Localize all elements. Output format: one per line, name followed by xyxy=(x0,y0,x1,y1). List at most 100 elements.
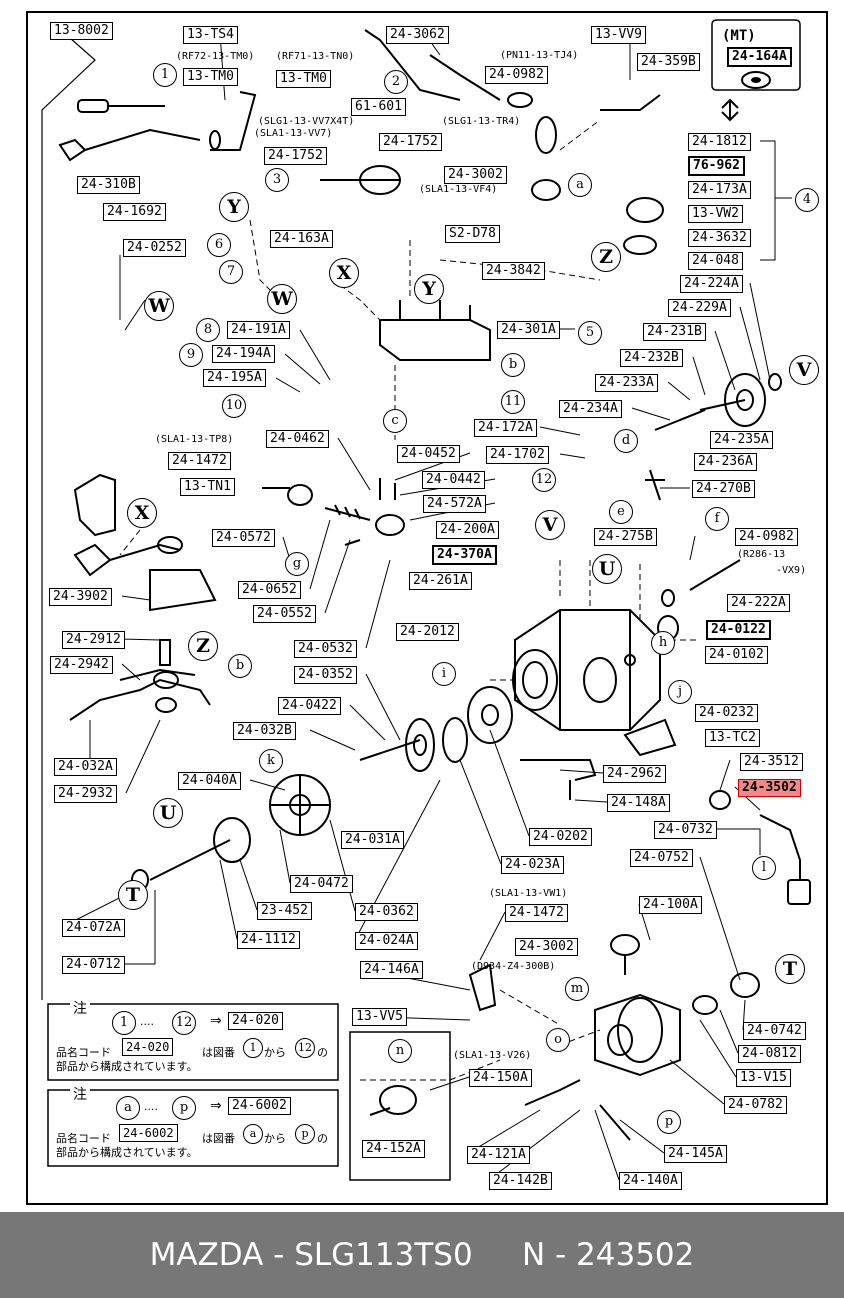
part-label[interactable]: 24-0782 xyxy=(724,1096,787,1114)
part-label[interactable]: 24-023A xyxy=(501,856,564,874)
part-label[interactable]: 24-1752 xyxy=(264,147,327,165)
part-label[interactable]: 24-0462 xyxy=(266,430,329,448)
part-label[interactable]: 24-229A xyxy=(668,299,731,317)
part-label[interactable]: 24-3512 xyxy=(740,753,803,771)
part-label[interactable]: 24-270B xyxy=(692,480,755,498)
part-label[interactable]: 24-275B xyxy=(594,528,657,546)
part-label[interactable]: 24-235A xyxy=(710,431,773,449)
part-label[interactable]: 24-2962 xyxy=(603,765,666,783)
part-label[interactable]: 13-TC2 xyxy=(705,729,760,747)
part-label[interactable]: 24-0982 xyxy=(485,66,548,84)
part-label[interactable]: 24-0812 xyxy=(738,1045,801,1063)
part-label[interactable]: 24-1812 xyxy=(688,133,751,151)
part-label[interactable]: 24-0532 xyxy=(294,640,357,658)
part-label[interactable]: 24-301A xyxy=(497,321,560,339)
part-label[interactable]: 24-031A xyxy=(341,831,404,849)
part-label[interactable]: 24-0572 xyxy=(212,529,275,547)
note-assembly-code[interactable]: 24-020 xyxy=(228,1012,283,1030)
part-label[interactable]: 24-0362 xyxy=(355,903,418,921)
part-label[interactable]: 13-VV9 xyxy=(591,26,646,44)
part-label[interactable]: 24-0102 xyxy=(705,646,768,664)
part-label[interactable]: 24-163A xyxy=(270,230,333,248)
part-label[interactable]: 24-224A xyxy=(680,275,743,293)
part-label[interactable]: 24-2012 xyxy=(396,623,459,641)
part-label[interactable]: 13-TM0 xyxy=(276,70,331,88)
part-label[interactable]: 24-3062 xyxy=(386,26,449,44)
part-label[interactable]: 24-146A xyxy=(360,961,423,979)
part-label[interactable]: 24-0232 xyxy=(695,704,758,722)
part-label[interactable]: 24-359B xyxy=(637,53,700,71)
part-label[interactable]: 24-1472 xyxy=(168,452,231,470)
part-label[interactable]: 24-2942 xyxy=(50,656,113,674)
part-label[interactable]: 24-0982 xyxy=(735,528,798,546)
part-label[interactable]: 24-040A xyxy=(178,772,241,790)
part-label[interactable]: 13-VW2 xyxy=(688,205,743,223)
part-label[interactable]: 24-1112 xyxy=(237,931,300,949)
part-label[interactable]: 24-236A xyxy=(694,453,757,471)
part-label[interactable]: 24-152A xyxy=(362,1140,425,1158)
part-label[interactable]: 24-191A xyxy=(227,321,290,339)
note-assembly-code[interactable]: 24-6002 xyxy=(228,1097,291,1115)
part-label[interactable]: 24-2912 xyxy=(62,631,125,649)
note-line1-code[interactable]: 24-020 xyxy=(122,1038,174,1056)
part-label[interactable]: 13-VV5 xyxy=(352,1008,407,1026)
part-label[interactable]: 24-048 xyxy=(688,252,743,270)
part-label[interactable]: 24-0442 xyxy=(422,471,485,489)
part-label[interactable]: 24-1702 xyxy=(486,446,549,464)
part-label[interactable]: 13-TN1 xyxy=(180,478,235,496)
part-label[interactable]: 24-222A xyxy=(727,594,790,612)
part-label[interactable]: 24-100A xyxy=(639,896,702,914)
part-label[interactable]: 24-0422 xyxy=(278,697,341,715)
part-label-selected[interactable]: 24-3502 xyxy=(738,779,801,797)
part-label[interactable]: 24-194A xyxy=(212,345,275,363)
part-label[interactable]: 24-142B xyxy=(489,1172,552,1190)
part-label[interactable]: 24-232B xyxy=(620,349,683,367)
part-label[interactable]: 24-0122 xyxy=(706,620,771,640)
part-label[interactable]: 24-231B xyxy=(643,323,706,341)
part-label[interactable]: 24-233A xyxy=(595,374,658,392)
part-label[interactable]: 13-TS4 xyxy=(183,26,238,44)
part-label[interactable]: 24-150A xyxy=(469,1069,532,1087)
part-label[interactable]: 24-1472 xyxy=(505,904,568,922)
part-label[interactable]: 13-V15 xyxy=(736,1069,791,1087)
part-label[interactable]: 76-962 xyxy=(688,156,745,176)
part-label[interactable]: 24-0732 xyxy=(654,821,717,839)
part-label[interactable]: 24-121A xyxy=(467,1146,530,1164)
part-label[interactable]: 24-0352 xyxy=(294,666,357,684)
frame-part-label[interactable]: 13-8002 xyxy=(50,22,113,40)
part-label[interactable]: 24-024A xyxy=(355,932,418,950)
part-label[interactable]: 24-145A xyxy=(664,1145,727,1163)
part-label[interactable]: 24-172A xyxy=(474,419,537,437)
part-label[interactable]: 13-TM0 xyxy=(183,68,238,86)
part-label[interactable]: 24-2932 xyxy=(54,785,117,803)
part-label[interactable]: 24-032A xyxy=(54,758,117,776)
part-label[interactable]: 24-0452 xyxy=(397,445,460,463)
part-label[interactable]: 24-0742 xyxy=(743,1022,806,1040)
part-label[interactable]: 24-3902 xyxy=(49,588,112,606)
part-label[interactable]: 24-195A xyxy=(203,369,266,387)
part-label[interactable]: 24-0712 xyxy=(62,956,125,974)
part-label[interactable]: 24-032B xyxy=(233,722,296,740)
mt-box-part[interactable]: 24-164A xyxy=(727,47,792,67)
part-label[interactable]: 24-072A xyxy=(62,919,125,937)
part-label[interactable]: 24-148A xyxy=(607,794,670,812)
part-label[interactable]: 24-234A xyxy=(559,400,622,418)
part-label[interactable]: 24-261A xyxy=(409,572,472,590)
note-line1-code[interactable]: 24-6002 xyxy=(119,1124,178,1142)
part-label[interactable]: 24-173A xyxy=(688,181,751,199)
part-label[interactable]: 24-3002 xyxy=(515,938,578,956)
part-label[interactable]: 24-200A xyxy=(436,521,499,539)
part-label[interactable]: 24-0652 xyxy=(238,581,301,599)
part-label[interactable]: 24-572A xyxy=(423,495,486,513)
part-label[interactable]: 24-1752 xyxy=(379,133,442,151)
part-label[interactable]: 24-0252 xyxy=(123,239,186,257)
part-label[interactable]: 61-601 xyxy=(351,98,406,116)
part-label[interactable]: 24-140A xyxy=(619,1172,682,1190)
part-label[interactable]: S2-D78 xyxy=(445,225,500,243)
part-label[interactable]: 23-452 xyxy=(257,902,312,920)
part-label[interactable]: 24-0472 xyxy=(290,875,353,893)
part-label[interactable]: 24-3002 xyxy=(444,166,507,184)
part-label[interactable]: 24-0202 xyxy=(529,828,592,846)
part-label[interactable]: 24-370A xyxy=(432,545,497,565)
part-label[interactable]: 24-0552 xyxy=(253,605,316,623)
